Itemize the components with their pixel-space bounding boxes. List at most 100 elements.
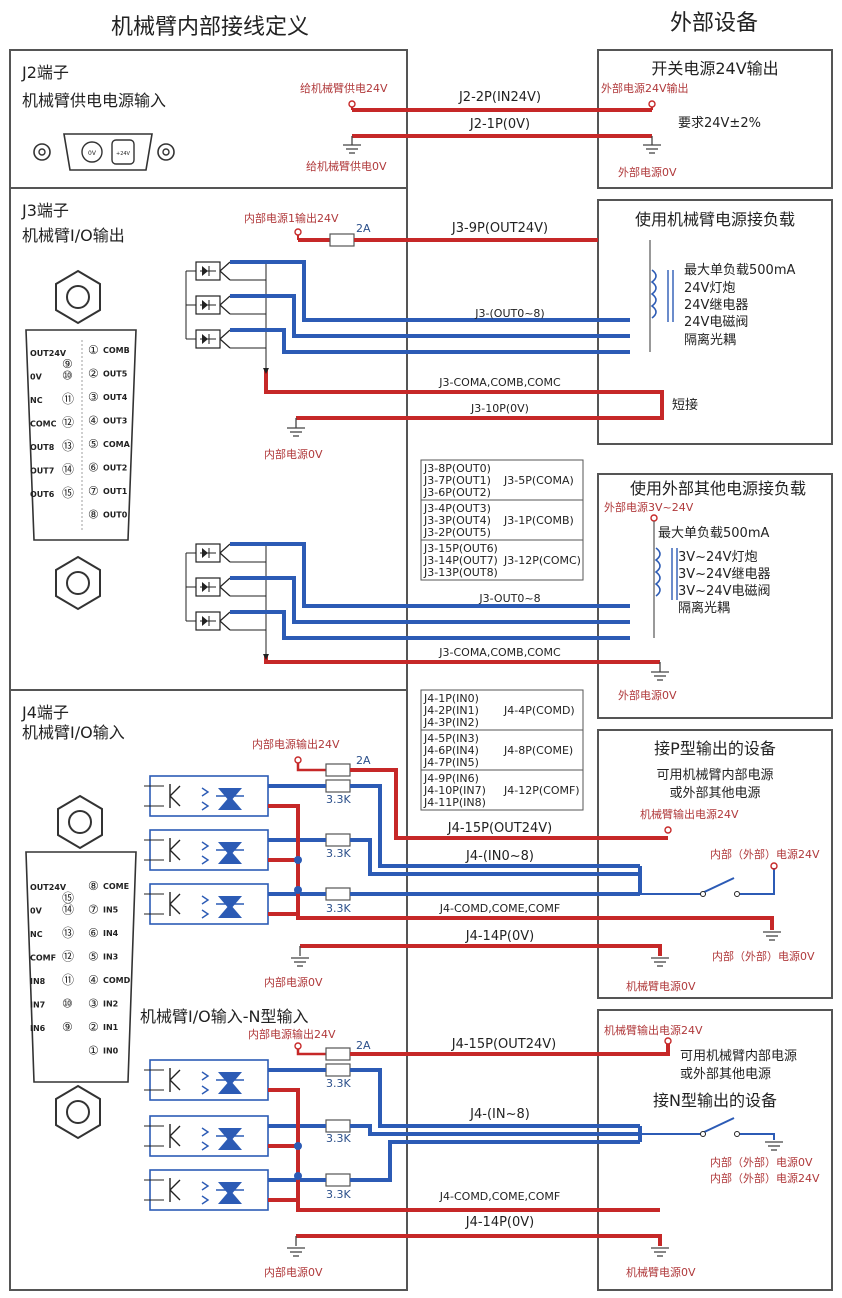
- j4-wire-0v: J4-14P(0V): [465, 929, 535, 944]
- j4-pin-label: IN7: [30, 1001, 45, 1010]
- j4-terminal-label: J4端子: [21, 703, 69, 722]
- j3-pin-table: J3-8P(OUT0) J3-7P(OUT1) J3-6P(OUT2) J3-5…: [420, 459, 584, 581]
- j3-coil-icon: [655, 547, 661, 597]
- j4-table-com: J4-4P(COMD): [503, 704, 575, 717]
- j4-table-com: J4-12P(COMF): [503, 784, 580, 797]
- j3-ext1-item: 隔离光耦: [684, 332, 736, 348]
- j4-ext-p-note: 可用机械臂内部电源: [656, 767, 773, 783]
- j4n-ext-24v2: 内部（外部）电源24V: [710, 1171, 820, 1185]
- j3-table-cell: J3-7P(OUT1): [423, 474, 491, 487]
- j4-optocoupler-icon: [149, 883, 269, 925]
- j4n-section: 机械臂I/O输入-N型输入 内部电源输出24V 2A J4-15P(OUT24V…: [140, 1007, 820, 1279]
- j3-pin-number: ⑧: [88, 508, 99, 522]
- j3-wire-com-b: J3-COMA,COMB,COMC: [438, 646, 561, 659]
- j2-ext-0v: 外部电源0V: [618, 165, 677, 179]
- j3-table-cell: J3-8P(OUT0): [423, 462, 491, 475]
- j4n-title: 机械臂I/O输入-N型输入: [140, 1007, 308, 1026]
- j4-pin-number: ②: [88, 1020, 99, 1034]
- j3-ext2-item: 隔离光耦: [678, 600, 730, 616]
- j4-pin-label: COME: [103, 882, 129, 891]
- j3-connector-body-icon: [25, 329, 137, 541]
- j3-screw-top-icon: [55, 270, 101, 324]
- j3-pin-label: NC: [30, 396, 43, 405]
- j3-table-com: J3-5P(COMA): [503, 474, 574, 487]
- j4-pin-label: IN0: [103, 1047, 119, 1056]
- j4-pin-number: ⑦: [88, 903, 99, 917]
- j2-ext-title: 开关电源24V输出: [651, 59, 778, 78]
- j3-pin-number: ⑫: [62, 416, 74, 430]
- j2-wire-0v: J2-1P(0V): [469, 117, 530, 132]
- j2-ext-req: 要求24V±2%: [678, 116, 761, 131]
- j3-table-cell: J3-4P(OUT3): [423, 502, 491, 515]
- j3-ext2-0v: 外部电源0V: [618, 688, 677, 702]
- j3-internal-0v: 内部电源0V: [264, 447, 323, 461]
- j4-resistor: [325, 887, 351, 901]
- j4n-resistor: [325, 1173, 351, 1187]
- j3-pin-number: ④: [88, 414, 99, 428]
- j2-wire-24v: J2-2P(IN24V): [458, 90, 541, 105]
- j4-optocoupler-icon: [149, 775, 269, 817]
- j4-pin-number: ⑮: [62, 891, 74, 905]
- j4-pin-table: J4-1P(IN0) J4-2P(IN1) J4-3P(IN2) J4-4P(C…: [420, 689, 584, 811]
- j4n-wire-com: J4-COMD,COME,COMF: [439, 1190, 560, 1203]
- j2-pin-24v: +24V: [116, 151, 131, 157]
- j4-screw-top-icon: [57, 795, 103, 849]
- j4-fuse-label: 2A: [356, 754, 371, 767]
- j3-ext2-item: 3V~24V电磁阀: [678, 584, 771, 599]
- j4-table-cell: J4-7P(IN5): [423, 756, 479, 769]
- j3-pin-number: ⑩: [62, 369, 73, 383]
- j4-desc: 机械臂I/O输入: [22, 723, 125, 742]
- j4n-resistor-label: 3.3K: [326, 1188, 351, 1201]
- j3-pin-label: OUT7: [30, 467, 54, 476]
- j3-ext2-item: 最大单负载500mA: [658, 526, 769, 541]
- frames: [9, 49, 833, 1291]
- j4-resistor: [325, 779, 351, 793]
- j4n-fuse: [325, 1047, 351, 1061]
- j4-pin-label: IN5: [103, 906, 119, 915]
- j4-resistor-label: 3.3K: [326, 793, 351, 806]
- j4n-ext-note: 或外部其他电源: [680, 1067, 771, 1082]
- j4-ext-0v: 机械臂电源0V: [626, 979, 696, 993]
- j3-table-cell: J3-3P(OUT4): [423, 514, 491, 527]
- j3-relay-icon: [195, 577, 231, 597]
- j4n-fuse-label: 2A: [356, 1039, 371, 1052]
- j4-pin-label: IN3: [103, 953, 118, 962]
- j3-pin-number: ⑭: [62, 463, 74, 477]
- j3-screw-bottom-icon: [55, 556, 101, 610]
- j2-connector-icon: 0V +24V: [33, 133, 175, 171]
- j4-resistor-label: 3.3K: [326, 902, 351, 915]
- j4-pin-number: ⑨: [62, 1020, 73, 1034]
- j4-optocoupler-icon: [149, 829, 269, 871]
- j4-pin-number: ⑫: [62, 950, 74, 964]
- j3-ext1-item: 24V灯炮: [684, 281, 735, 296]
- j4-pin-label: IN2: [103, 1000, 118, 1009]
- j4-pin-number: ④: [88, 973, 99, 987]
- j4-wire-in: J4-(IN0~8): [465, 849, 534, 864]
- j4-pin-number: ⑥: [88, 926, 99, 940]
- j4n-ext-note: 可用机械臂内部电源: [680, 1048, 797, 1064]
- j4-pin-number: ⑭: [62, 903, 74, 917]
- j3-pin-number: ⑬: [62, 439, 74, 453]
- j3-relay-icon: [195, 295, 231, 315]
- j3-table-cell: J3-2P(OUT5): [423, 526, 491, 539]
- j4-pin-label: IN8: [30, 977, 46, 986]
- j3-terminal-label: J3端子: [21, 201, 69, 220]
- j4n-resistor: [325, 1063, 351, 1077]
- j2-section: J2端子 机械臂供电电源输入 0V +24V 给机械臂供电24V 给机械臂供电0…: [21, 59, 779, 179]
- j4n-wire-in: J4-(IN~8): [469, 1107, 530, 1122]
- j3-relay-icon: [195, 261, 231, 281]
- j3-pin-number: ①: [88, 343, 99, 357]
- j3-short: 短接: [672, 397, 698, 413]
- j3-pin-label: COMA: [103, 440, 131, 449]
- j2-supply-0v: 给机械臂供电0V: [306, 159, 387, 173]
- j3-ext2-item: 3V~24V灯炮: [678, 550, 758, 565]
- j4-pin-number: ①: [88, 1044, 99, 1058]
- j4n-ext-gnd: 机械臂电源0V: [626, 1265, 696, 1279]
- j3-pin-label: COMB: [103, 346, 130, 355]
- j3-pin-label: OUT8: [30, 443, 55, 452]
- j4-pin-label: 0V: [30, 907, 43, 916]
- j3-wire-0v: J3-10P(0V): [470, 402, 529, 415]
- j4-internal-24v: 内部电源输出24V: [252, 737, 340, 751]
